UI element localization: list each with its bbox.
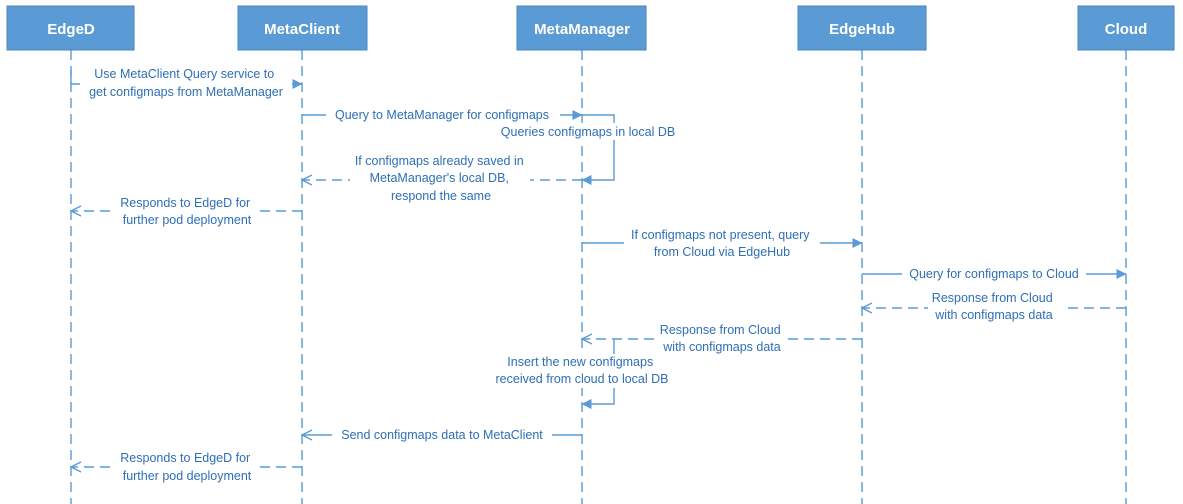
message-label-line: Responds to EdgeD for <box>120 451 250 465</box>
message-label-line: If configmaps already saved in <box>355 154 524 168</box>
message-label: Responds to EdgeD for further pod deploy… <box>120 196 253 227</box>
actor-box <box>797 5 927 51</box>
message-metamanager-self-query: Queries configmaps in local DB <box>490 114 686 185</box>
message-label-line: Response from Cloud <box>660 323 781 337</box>
actor-box <box>516 5 647 51</box>
message-label: Insert the new configmaps received from … <box>496 355 669 386</box>
message-edgehub-to-cloud: Query for configmaps to Cloud <box>862 265 1127 283</box>
message-metamanager-self-insert: Insert the new configmaps received from … <box>488 339 684 409</box>
actor-edgehub: EdgeHub <box>797 5 927 51</box>
actor-label-edged: EdgeD <box>47 21 95 38</box>
actor-label-cloud: Cloud <box>1105 21 1148 38</box>
message-arrow <box>581 114 615 185</box>
message-label-line: If configmaps not present, query <box>631 228 810 242</box>
message-label: Query for configmaps to Cloud <box>909 267 1079 281</box>
message-label-line: received from cloud to local DB <box>496 372 669 386</box>
actor-box <box>237 5 368 51</box>
message-metaclient-to-metamanager: Query to MetaManager for configmaps <box>302 105 583 123</box>
message-metaclient-to-edged-final: Responds to EdgeD for further pod deploy… <box>71 450 302 484</box>
message-label: Response from Cloud with configmaps data <box>660 323 784 354</box>
message-label-line: get configmaps from MetaManager <box>89 85 283 99</box>
message-label: Response from Cloud with configmaps data <box>932 291 1056 322</box>
message-label: Responds to EdgeD for further pod deploy… <box>120 451 253 483</box>
message-metamanager-to-metaclient-reply: If configmaps already saved in MetaManag… <box>302 152 582 204</box>
message-label: If configmaps not present, query from Cl… <box>631 228 813 259</box>
message-label-line: with configmaps data <box>662 340 780 354</box>
message-label: Query to MetaManager for configmaps <box>335 108 549 122</box>
message-label-line: further pod deployment <box>123 213 252 227</box>
message-metamanager-to-metaclient: Send configmaps data to MetaClient <box>302 425 582 443</box>
message-label-line: respond the same <box>391 189 491 203</box>
message-label: Send configmaps data to MetaClient <box>341 428 543 442</box>
actor-edged: EdgeD <box>6 5 135 51</box>
message-label-line: with configmaps data <box>934 308 1052 322</box>
message-cloud-to-edgehub-reply: Response from Cloud with configmaps data <box>862 290 1126 324</box>
actor-cloud: Cloud <box>1077 5 1175 51</box>
message-label-line: Responds to EdgeD for <box>120 196 250 210</box>
message-label: If configmaps already saved in MetaManag… <box>355 154 527 203</box>
actor-metaclient: MetaClient <box>237 5 368 51</box>
message-label: Use MetaClient Query service to get conf… <box>89 67 283 99</box>
message-label-line: further pod deployment <box>123 469 252 483</box>
message-metamanager-to-edgehub: If configmaps not present, query from Cl… <box>582 227 863 261</box>
actor-box <box>6 5 135 51</box>
message-edged-to-metaclient: Use MetaClient Query service to get conf… <box>70 66 303 100</box>
message-label-line: MetaManager's local DB, <box>370 171 509 185</box>
actor-label-metaclient: MetaClient <box>264 21 340 38</box>
message-label: Queries configmaps in local DB <box>501 125 675 139</box>
message-label-line: Use MetaClient Query service to <box>94 67 274 81</box>
actor-box <box>1077 5 1175 51</box>
message-edgehub-to-metamanager-reply: Response from Cloud with configmaps data <box>582 322 862 356</box>
actor-label-edgehub: EdgeHub <box>829 21 895 38</box>
message-label-line: Insert the new configmaps <box>507 355 653 369</box>
actor-label-metamanager: MetaManager <box>534 21 630 38</box>
message-label-line: Response from Cloud <box>932 291 1053 305</box>
actor-metamanager: MetaManager <box>516 5 647 51</box>
message-label-line: from Cloud via EdgeHub <box>654 245 790 259</box>
message-metaclient-to-edged-reply: Responds to EdgeD for further pod deploy… <box>71 195 302 229</box>
